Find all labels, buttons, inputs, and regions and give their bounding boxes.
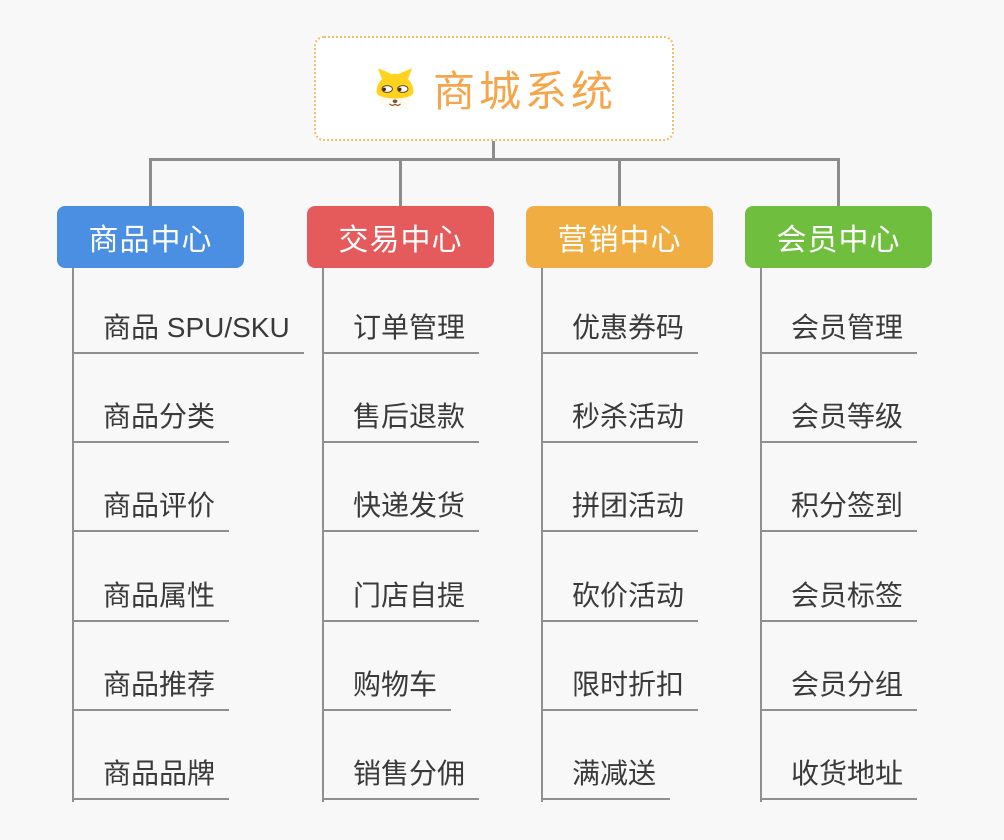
child-node[interactable]: 商品评价 [72,484,230,532]
child-node[interactable]: 门店自提 [322,574,480,622]
shiba-dog-icon [376,67,414,110]
branch-node-members[interactable]: 会员中心 [745,206,932,268]
child-node[interactable]: 商品属性 [72,574,230,622]
connector-drop-3 [618,158,621,206]
child-node[interactable]: 积分签到 [760,484,918,532]
branch-label: 商品中心 [88,224,213,257]
child-node[interactable]: 会员等级 [760,395,918,443]
child-node[interactable]: 会员分组 [760,663,918,711]
branch-trunk-products [72,268,74,802]
child-node[interactable]: 订单管理 [322,306,480,354]
child-node[interactable]: 商品推荐 [72,663,230,711]
child-node[interactable]: 商品分类 [72,395,230,443]
child-node[interactable]: 收货地址 [760,752,918,800]
branch-label: 交易中心 [338,224,463,257]
root-node[interactable]: 商城系统 [314,36,674,141]
branch-node-trade[interactable]: 交易中心 [307,206,494,268]
child-node[interactable]: 秒杀活动 [541,395,699,443]
branch-label: 会员中心 [776,224,901,257]
connector-drop-1 [149,158,152,206]
child-node[interactable]: 购物车 [322,663,452,711]
child-node[interactable]: 会员管理 [760,306,918,354]
child-node[interactable]: 拼团活动 [541,484,699,532]
child-node[interactable]: 砍价活动 [541,574,699,622]
child-node[interactable]: 商品 SPU/SKU [72,306,304,354]
branch-trunk-members [760,268,762,802]
child-node[interactable]: 优惠券码 [541,306,699,354]
branch-trunk-trade [322,268,324,802]
branch-node-products[interactable]: 商品中心 [57,206,244,268]
child-node[interactable]: 快递发货 [322,484,480,532]
connector-drop-2 [399,158,402,206]
root-title: 商城系统 [432,68,617,115]
connector-root-stub [492,141,495,158]
connector-drop-4 [837,158,840,206]
child-node[interactable]: 销售分佣 [322,752,480,800]
child-node[interactable]: 限时折扣 [541,663,699,711]
connector-horizontal [149,158,839,161]
child-node[interactable]: 售后退款 [322,395,480,443]
branch-trunk-marketing [541,268,543,802]
branch-node-marketing[interactable]: 营销中心 [526,206,713,268]
child-node[interactable]: 满减送 [541,752,671,800]
branch-label: 营销中心 [557,224,682,257]
child-node[interactable]: 会员标签 [760,574,918,622]
child-node[interactable]: 商品品牌 [72,752,230,800]
